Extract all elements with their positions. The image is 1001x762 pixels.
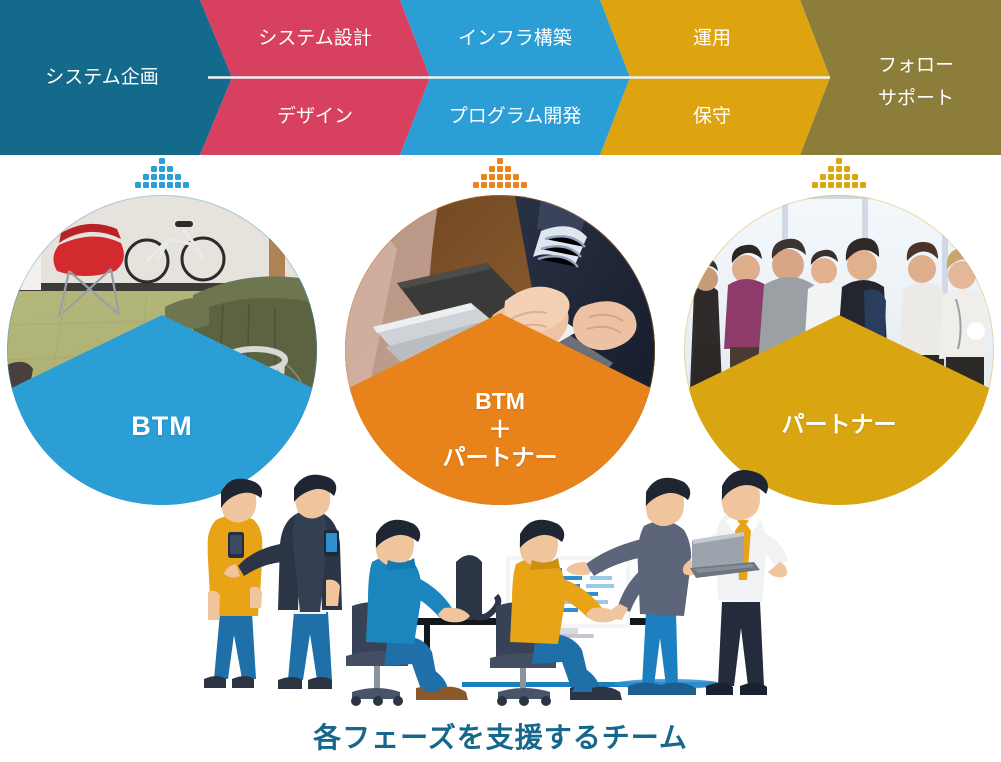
person-with-laptop [682, 470, 788, 695]
phase-label-planning: システム企画 [45, 66, 158, 88]
person-blue-sweater-seated [346, 519, 470, 706]
phase-label-design-top: システム設計 [258, 27, 371, 49]
phase-label-build-top: インフラ構築 [458, 27, 571, 49]
phase-label-follow-bottom: サポート [878, 87, 954, 109]
team-working-illustration [0, 470, 1001, 710]
person-yellow-shirt [204, 478, 263, 688]
pyramid-dots-icon [468, 157, 532, 194]
phase-segment-planning[interactable] [0, 0, 232, 155]
phase-label-design-bottom: デザイン [277, 105, 353, 127]
circle-photo-overlay-partner [684, 195, 994, 505]
person-dark-jacket [224, 474, 342, 689]
pyramid-dots-icon [130, 157, 194, 194]
circle-photo-overlay-btm-partner [345, 195, 655, 505]
person-orange-sweater-seated [490, 519, 622, 706]
team-circle-partner[interactable]: パートナー [669, 155, 1001, 515]
person-grey-top-standing [566, 477, 696, 695]
team-circle-btm[interactable]: BTM [0, 155, 332, 515]
phase-label-operate-bottom: 保守 [693, 105, 731, 127]
phase-chevron-band: システム企画 システム設計 デザイン インフラ構築 プログラム開発 運用 保守 … [0, 0, 1001, 155]
circle-overlay-chevron [684, 315, 994, 505]
phase-label-follow-top: フォロー [878, 55, 954, 76]
circle-photo-overlay-btm [7, 195, 317, 505]
phase-label-operate-top: 運用 [693, 28, 731, 49]
circle-overlay-chevron [7, 315, 317, 505]
pyramid-dots-icon [807, 157, 871, 194]
team-circle-btm-partner[interactable]: BTM ＋ パートナー [330, 155, 670, 515]
page-caption: 各フェーズを支援するチーム [313, 722, 688, 753]
circle-overlay-chevron [345, 313, 655, 505]
phase-segment-follow[interactable] [800, 0, 1001, 155]
phase-label-build-bottom: プログラム開発 [449, 105, 581, 127]
team-circles-row: BTM [0, 155, 1001, 515]
